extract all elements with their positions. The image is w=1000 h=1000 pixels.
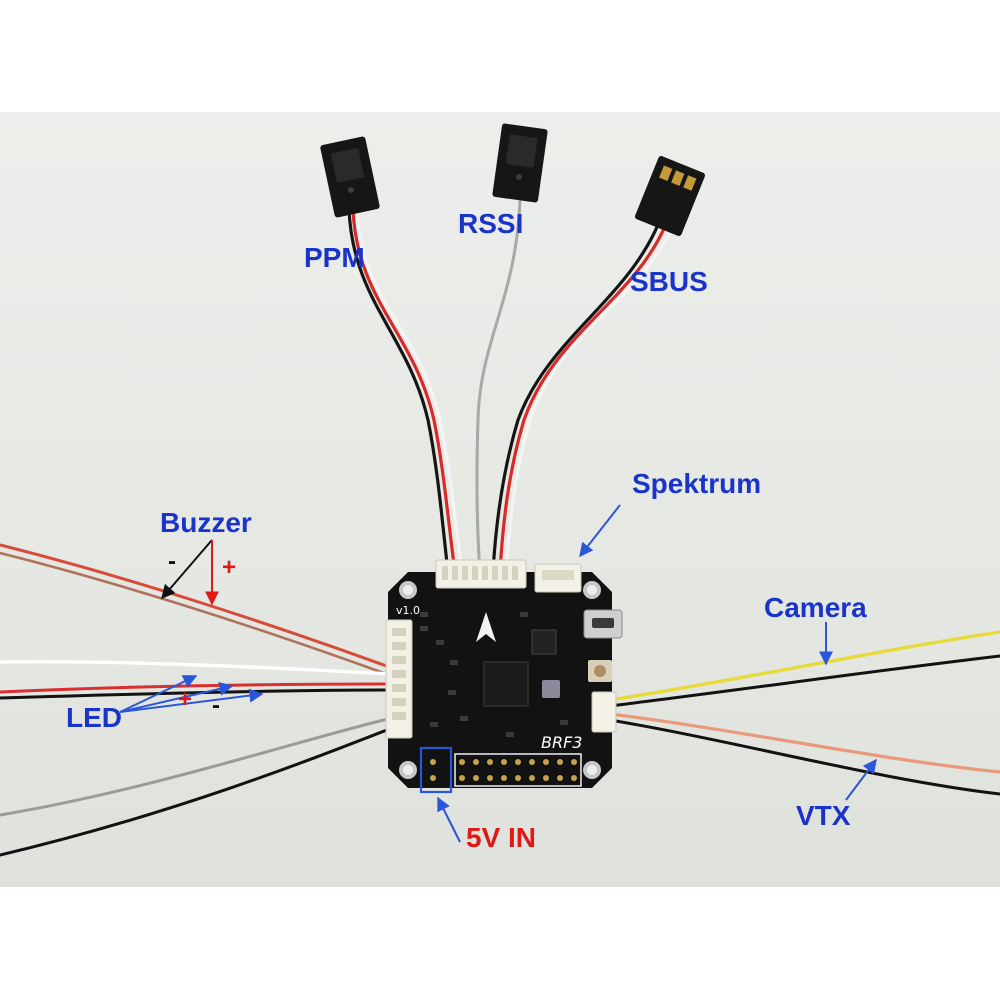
spektrum-label: Spektrum — [632, 468, 762, 499]
led-plus-sign: + — [178, 686, 193, 713]
camera-label: Camera — [764, 592, 867, 623]
ppm-cable — [347, 206, 464, 574]
buzzer-wires — [0, 543, 394, 678]
led-wires — [0, 659, 394, 700]
vtx-arrow — [845, 758, 877, 801]
five-v-in-highlight — [419, 746, 453, 794]
vtx-label: VTX — [796, 800, 851, 831]
ppm-label: PPM — [304, 242, 365, 273]
buzzer-plus-sign: + — [222, 554, 237, 581]
led-arrow-2 — [119, 682, 234, 713]
led-label: LED — [66, 702, 122, 733]
led-arrow-3 — [119, 688, 264, 713]
flight-controller-board: v1.0 BRF3 — [385, 559, 623, 794]
sbus-connector — [634, 156, 706, 236]
sbus-cable — [491, 218, 674, 574]
spektrum-arrow — [579, 504, 621, 558]
led-arrow-1 — [119, 675, 198, 713]
board-version: v1.0 — [396, 604, 420, 617]
five-v-in-arrow — [437, 796, 461, 843]
buzzer-minus-arrow — [161, 539, 213, 600]
ppm-connector — [320, 136, 380, 218]
buzzer-label: Buzzer — [160, 507, 252, 538]
led-minus-sign: - — [212, 692, 220, 719]
sbus-label: SBUS — [630, 266, 708, 297]
rssi-cable — [475, 198, 522, 574]
five-v-in-label: 5V IN — [466, 822, 537, 853]
vtx-wires — [608, 712, 1000, 796]
rssi-connector — [492, 123, 548, 203]
left-lower-wires — [0, 716, 394, 857]
buzzer-minus-sign: - — [168, 548, 176, 575]
rssi-label: RSSI — [458, 208, 524, 239]
camera-wires — [608, 630, 1000, 708]
board-name: BRF3 — [541, 733, 582, 752]
